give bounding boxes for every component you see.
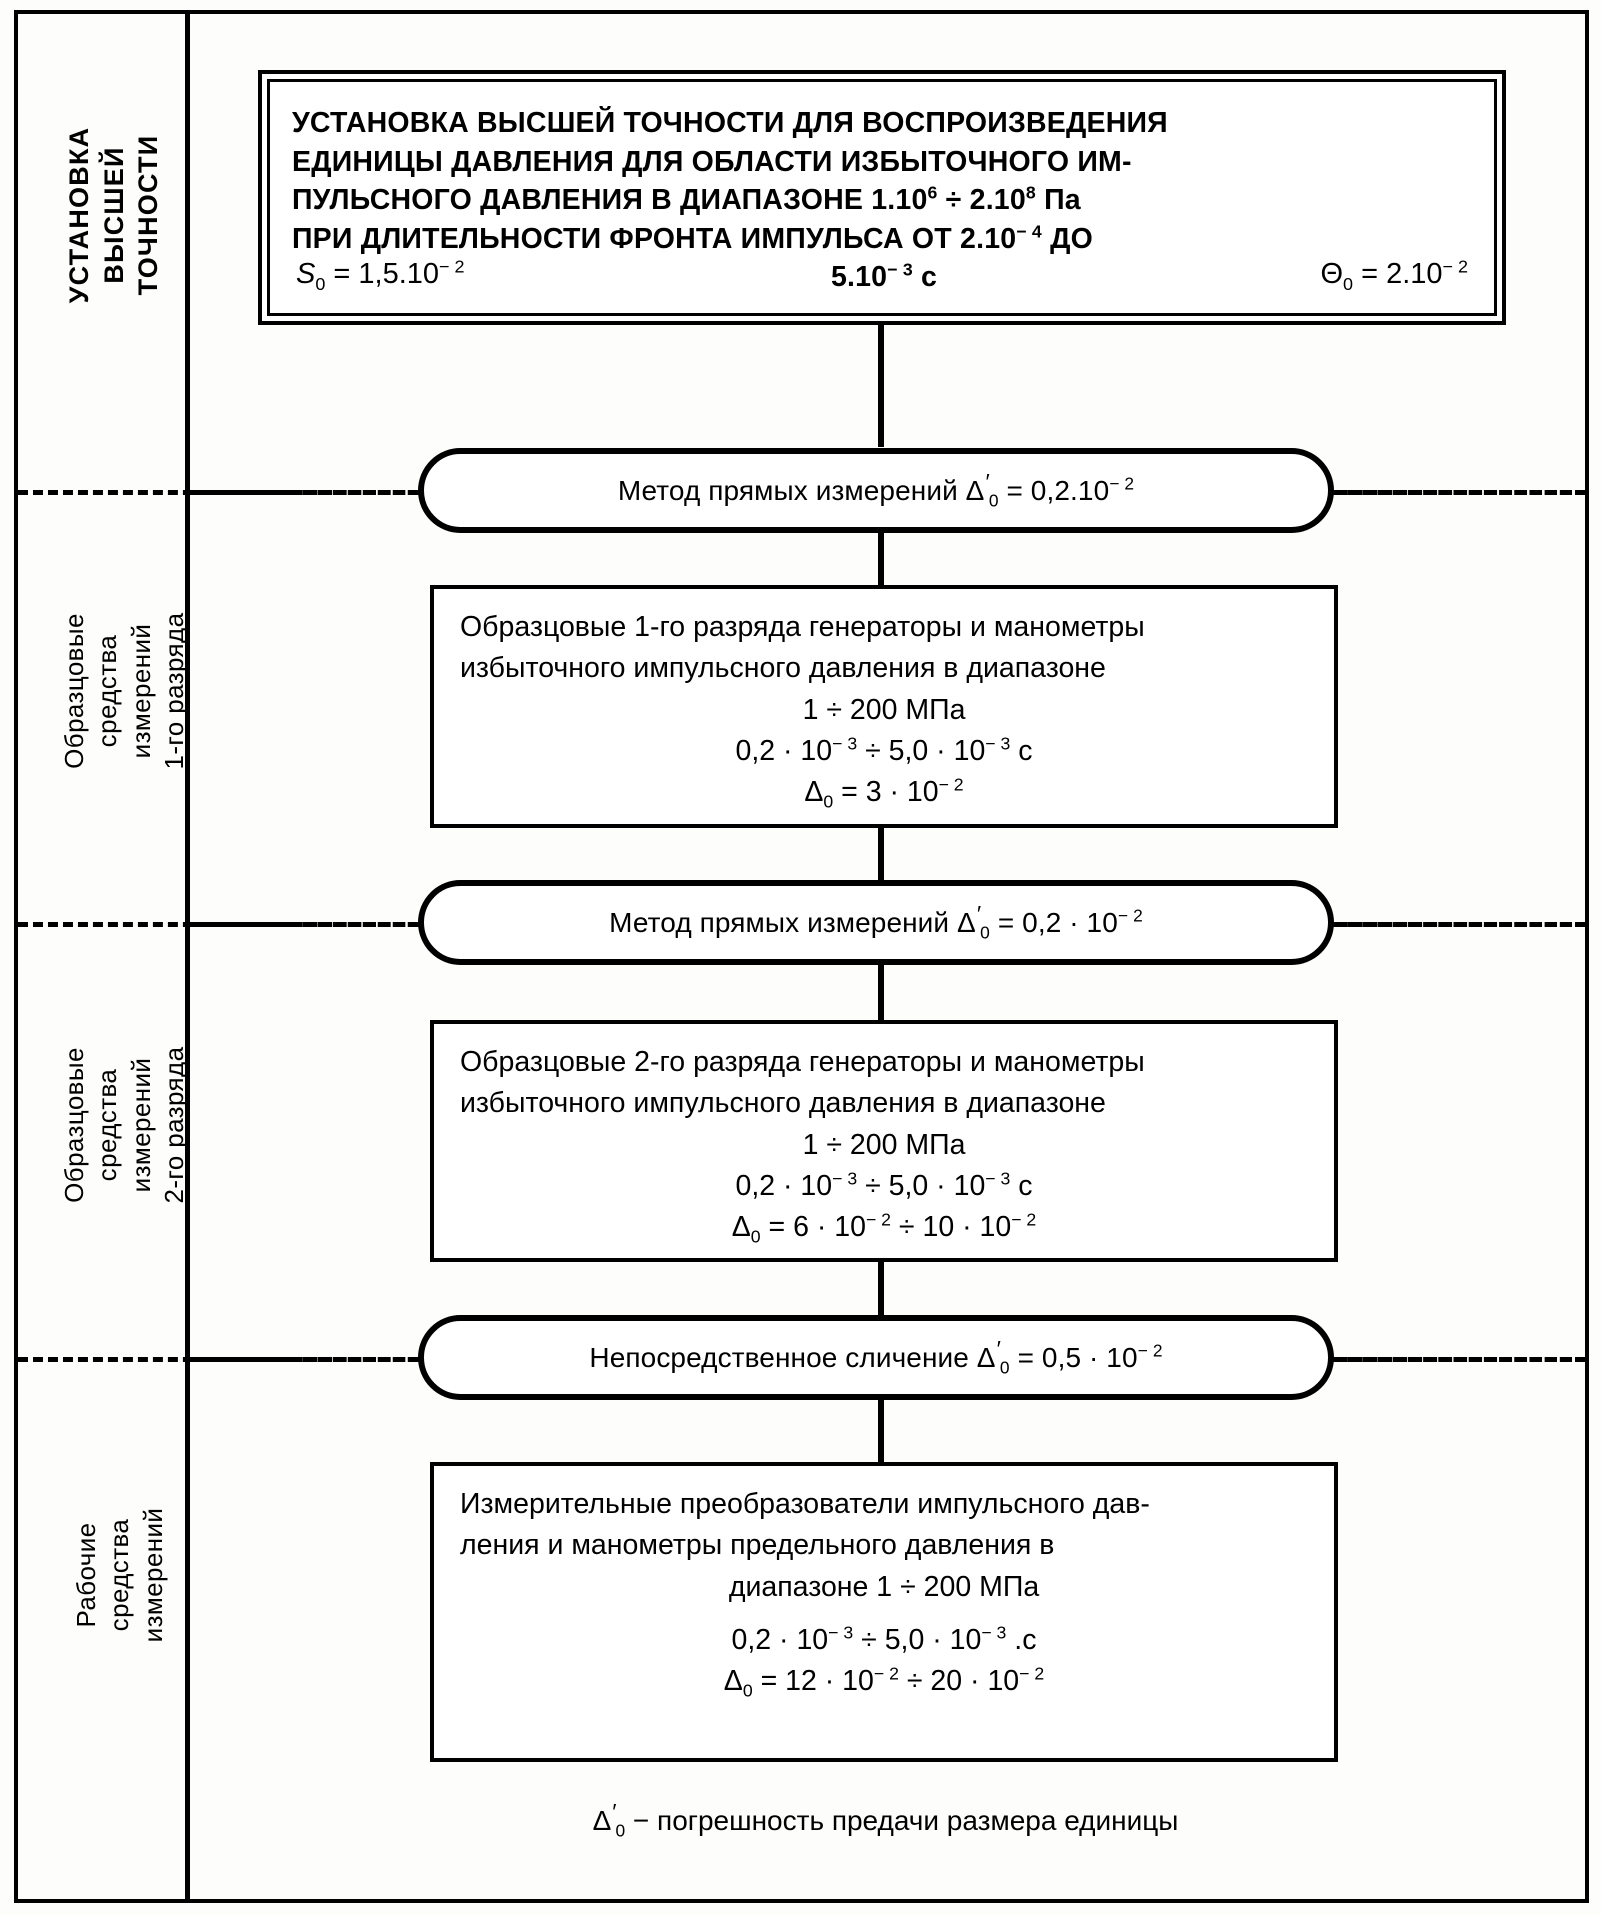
primary-standard-line-5: 5.10− 3 с bbox=[830, 259, 938, 294]
sidebar-label-line: 1-го разряда bbox=[158, 612, 189, 770]
sidebar-label-line: Образцовые bbox=[59, 1047, 89, 1203]
oval2-text: Метод прямых измерений Δ′0 = 0,2 · 10− 2 bbox=[609, 901, 1143, 943]
sidebar-label-line: измерений bbox=[125, 1057, 156, 1193]
box-rank2: Образцовые 2-го разряда генераторы и ман… bbox=[430, 1020, 1338, 1262]
box-rank2-line-3: 1 ÷ 200 МПа bbox=[802, 1128, 966, 1161]
sidebar-label-line: 2-го разряда bbox=[158, 1046, 189, 1204]
box-rank1: Образцовые 1-го разряда генераторы и ман… bbox=[430, 585, 1338, 828]
legend-column-divider bbox=[185, 10, 190, 1903]
primary-standard-params: S0 = 1,5.10− 2 Θ0 = 2.10− 2 bbox=[296, 256, 1468, 294]
connector-top-to-oval1 bbox=[878, 325, 884, 447]
oval2-right-dash bbox=[1332, 922, 1585, 927]
sidebar-label-line: измерений bbox=[125, 623, 156, 759]
sidebar-label-line: Рабочие bbox=[71, 1522, 101, 1628]
sidebar-label-line: средства bbox=[104, 1518, 135, 1632]
param-s0: S0 = 1,5.10− 2 bbox=[296, 256, 465, 294]
oval2-left-dash bbox=[190, 922, 420, 927]
primary-standard-line-3: ПУЛЬСНОГО ДАВЛЕНИЯ В ДИАПАЗОНЕ 1.106 ÷ 2… bbox=[292, 182, 1081, 217]
oval3-right-dash bbox=[1332, 1357, 1585, 1362]
sidebar-label-line: средства bbox=[92, 634, 123, 748]
oval-direct-measurement-2: Метод прямых измерений Δ′0 = 0,2 · 10− 2 bbox=[418, 880, 1334, 965]
sidebar-label-line: измерений bbox=[137, 1507, 168, 1643]
box-working-spacer bbox=[460, 1608, 1308, 1620]
diagram-outer-frame bbox=[14, 10, 1589, 1903]
box-working-line-5: Δ0 = 12 · 10− 2 ÷ 20 · 10− 2 bbox=[723, 1663, 1045, 1701]
box-rank1-line-5: Δ0 = 3 · 10− 2 bbox=[804, 774, 964, 812]
sidebar-item-section-working: Рабочие средства измерений bbox=[70, 1410, 170, 1740]
box-rank2-line-1: Образцовые 2-го разряда генераторы и ман… bbox=[460, 1046, 1145, 1078]
sidebar-item-section-rank2: Образцовые средства измерений 2-го разря… bbox=[58, 960, 191, 1290]
box-rank2-line-4: 0,2 · 10− 3 ÷ 5,0 · 10− 3 с bbox=[735, 1168, 1033, 1202]
primary-standard-line-2: ЕДИНИЦЫ ДАВЛЕНИЯ ДЛЯ ОБЛАСТИ ИЗБЫТОЧНОГО… bbox=[292, 145, 1132, 178]
oval3-text: Непосредственное сличение Δ′0 = 0,5 · 10… bbox=[589, 1336, 1163, 1378]
sidebar-item-section-rank1: Образцовые средства измерений 1-го разря… bbox=[58, 526, 191, 856]
connector-oval2-to-rank2 bbox=[878, 965, 884, 1020]
oval-direct-comparison: Непосредственное сличение Δ′0 = 0,5 · 10… bbox=[418, 1315, 1334, 1400]
oval1-right-dash bbox=[1332, 490, 1585, 495]
oval1-left-dash bbox=[190, 490, 420, 495]
box-working-line-3: диапазоне 1 ÷ 200 МПа bbox=[728, 1570, 1040, 1603]
box-rank2-line-5: Δ0 = 6 · 10− 2 ÷ 10 · 10− 2 bbox=[731, 1209, 1037, 1247]
oval1-text: Метод прямых измерений Δ′0 = 0,2.10− 2 bbox=[617, 469, 1135, 511]
footnote-text: Δ′0 − погрешность предачи размера единиц… bbox=[592, 1799, 1179, 1841]
connector-rank2-to-oval3 bbox=[878, 1262, 884, 1317]
primary-standard-box-inner: УСТАНОВКА ВЫСШЕЙ ТОЧНОСТИ ДЛЯ ВОСПРОИЗВЕ… bbox=[267, 79, 1497, 316]
primary-standard-line-4: ПРИ ДЛИТЕЛЬНОСТИ ФРОНТА ИМПУЛЬСА ОТ 2.10… bbox=[292, 221, 1093, 255]
box-rank2-line-2: избыточного импульсного давления в диапа… bbox=[460, 1087, 1106, 1120]
sidebar-label-line: ТОЧНОСТИ bbox=[133, 134, 164, 296]
box-working-line-4: 0,2 · 10− 3 ÷ 5,0 · 10− 3 .с bbox=[731, 1622, 1037, 1656]
connector-oval3-to-working bbox=[878, 1400, 884, 1462]
box-rank1-line-1: Образцовые 1-го разряда генераторы и ман… bbox=[460, 611, 1145, 643]
sidebar-item-section-standard: УСТАНОВКА ВЫСШЕЙ ТОЧНОСТИ bbox=[62, 50, 166, 380]
primary-standard-box: УСТАНОВКА ВЫСШЕЙ ТОЧНОСТИ ДЛЯ ВОСПРОИЗВЕ… bbox=[258, 70, 1506, 325]
box-rank1-line-3: 1 ÷ 200 МПа bbox=[802, 693, 966, 726]
sidebar-label-line: УСТАНОВКА bbox=[64, 126, 94, 304]
primary-standard-text: УСТАНОВКА ВЫСШЕЙ ТОЧНОСТИ ДЛЯ ВОСПРОИЗВЕ… bbox=[292, 104, 1476, 297]
connector-rank1-to-oval2 bbox=[878, 828, 884, 880]
sidebar-label-line: ВЫСШЕЙ bbox=[98, 146, 129, 284]
box-rank1-line-2: избыточного импульсного давления в диапа… bbox=[460, 652, 1106, 685]
box-rank1-line-4: 0,2 · 10− 3 ÷ 5,0 · 10− 3 с bbox=[735, 733, 1033, 767]
sidebar-label-line: средства bbox=[92, 1068, 123, 1182]
oval-direct-measurement-1: Метод прямых измерений Δ′0 = 0,2.10− 2 bbox=[418, 448, 1334, 533]
oval3-left-dash bbox=[190, 1357, 420, 1362]
box-working-instruments: Измерительные преобразователи импульсног… bbox=[430, 1462, 1338, 1762]
connector-oval1-to-rank1 bbox=[878, 533, 884, 585]
footnote-legend: Δ′0 − погрешность предачи размера единиц… bbox=[190, 1799, 1581, 1841]
sidebar-label-line: Образцовые bbox=[59, 613, 89, 769]
box-working-line-2: ления и манометры предельного давления в bbox=[460, 1529, 1055, 1562]
box-working-line-1: Измерительные преобразователи импульсног… bbox=[460, 1488, 1150, 1520]
primary-standard-line-1: УСТАНОВКА ВЫСШЕЙ ТОЧНОСТИ ДЛЯ ВОСПРОИЗВЕ… bbox=[292, 107, 1168, 139]
param-theta0: Θ0 = 2.10− 2 bbox=[1320, 256, 1468, 294]
